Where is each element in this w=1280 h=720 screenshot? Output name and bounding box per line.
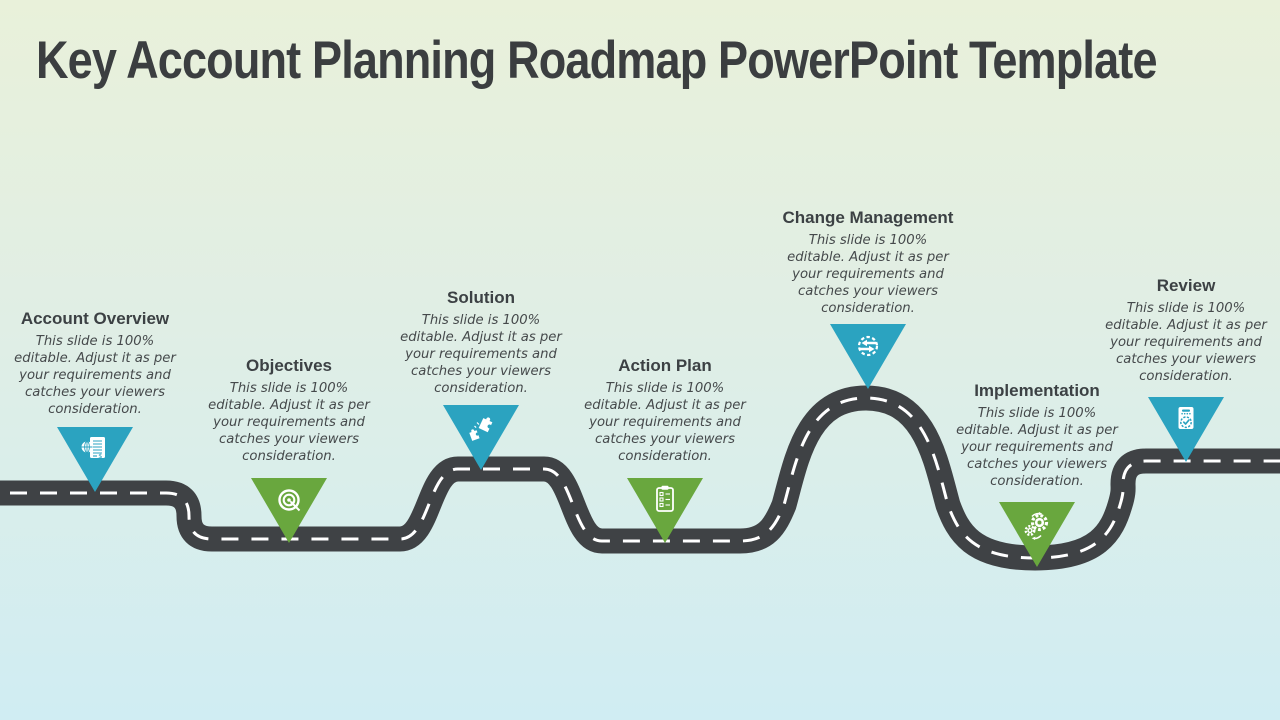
- marker-objectives: [251, 478, 327, 543]
- svg-text:$: $: [98, 452, 102, 460]
- marker-solution: [443, 405, 519, 470]
- milestone-description: This slide is 100%editable. Adjust it as…: [956, 406, 1118, 489]
- puzzle-pieces-icon: [469, 417, 493, 441]
- milestone-account-overview: Account Overview This slide is 100%edita…: [0, 309, 190, 418]
- marker-change-management: [830, 324, 906, 389]
- milestone-title: Change Management: [782, 208, 954, 227]
- gears-icon: [1024, 512, 1049, 540]
- marker-account-overview: $: [57, 427, 133, 492]
- milestone-title: Review: [1156, 276, 1216, 295]
- financial-report-globe-icon: $: [81, 437, 105, 460]
- page-title: Key Account Planning Roadmap PowerPoint …: [36, 31, 1157, 90]
- marker-triangle: [57, 427, 133, 492]
- milestone-title: Solution: [447, 288, 515, 307]
- milestone-title: Account Overview: [20, 309, 170, 328]
- marker-implementation: [999, 502, 1075, 567]
- milestone-objectives: Objectives This slide is 100%editable. A…: [194, 356, 384, 465]
- target-icon: [278, 489, 301, 512]
- milestone-description: This slide is 100%editable. Adjust it as…: [1105, 301, 1267, 384]
- road-center-line: [0, 396, 1280, 560]
- marker-triangle: [999, 502, 1075, 567]
- marker-triangle: [830, 324, 906, 389]
- marker-triangle: [1148, 397, 1224, 462]
- milestone-description: This slide is 100%editable. Adjust it as…: [400, 313, 562, 396]
- marker-action-plan: [627, 478, 703, 543]
- milestone-change-management: Change Management This slide is 100%edit…: [763, 208, 973, 317]
- milestone-description: This slide is 100%editable. Adjust it as…: [584, 381, 746, 464]
- change-gear-arrows-icon: [857, 335, 879, 357]
- marker-review: [1148, 397, 1224, 462]
- milestone-description: This slide is 100%editable. Adjust it as…: [787, 233, 949, 316]
- milestone-title: Implementation: [974, 381, 1100, 400]
- clipboard-checklist-icon: [656, 485, 674, 512]
- marker-triangle: [443, 405, 519, 470]
- milestone-title: Objectives: [246, 356, 332, 375]
- milestone-title: Action Plan: [618, 356, 712, 375]
- milestone-description: This slide is 100%editable. Adjust it as…: [208, 381, 370, 464]
- milestone-action-plan: Action Plan This slide is 100%editable. …: [570, 356, 760, 465]
- milestone-review: Review This slide is 100%editable. Adjus…: [1091, 276, 1280, 385]
- milestone-implementation: Implementation This slide is 100%editabl…: [942, 381, 1132, 490]
- milestone-description: This slide is 100%editable. Adjust it as…: [14, 334, 176, 417]
- milestone-solution: Solution This slide is 100%editable. Adj…: [386, 288, 576, 397]
- document-approval-icon: [1178, 407, 1194, 429]
